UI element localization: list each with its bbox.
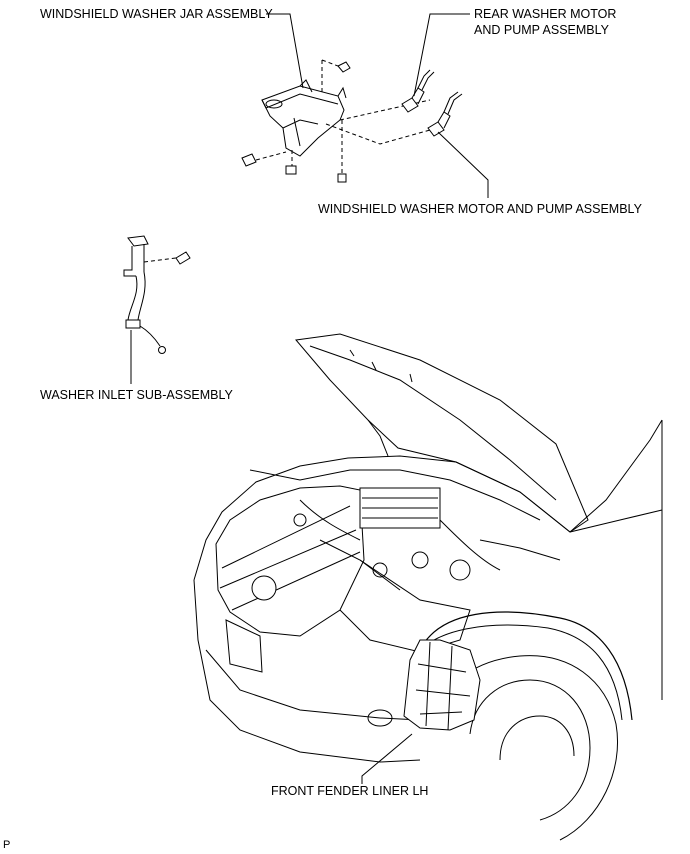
jar-bolts [241, 61, 351, 183]
label-washer-inlet: WASHER INLET SUB-ASSEMBLY [40, 388, 233, 402]
label-rear-washer-motor-line2: AND PUMP ASSEMBLY [474, 23, 609, 37]
corner-code: P [3, 839, 11, 851]
liner-leader-line [361, 733, 413, 784]
label-rear-washer-motor-line1: REAR WASHER MOTOR [474, 7, 617, 21]
vehicle-front [193, 333, 663, 841]
label-windshield-washer-motor: WINDSHIELD WASHER MOTOR AND PUMP ASSEMBL… [318, 202, 642, 216]
rear-motor-leader-line [413, 13, 470, 97]
jar-leader-line [266, 13, 304, 89]
windshield-washer-motor [427, 91, 463, 137]
label-washer-jar: WINDSHIELD WASHER JAR ASSEMBLY [40, 7, 273, 21]
windshield-motor-leader-line [437, 131, 489, 198]
washer-inlet [123, 235, 191, 354]
jar-dashed-guides [255, 59, 431, 174]
label-front-fender-liner: FRONT FENDER LINER LH [271, 784, 429, 798]
rear-washer-motor [401, 69, 435, 113]
washer-jar-assembly [261, 79, 347, 157]
